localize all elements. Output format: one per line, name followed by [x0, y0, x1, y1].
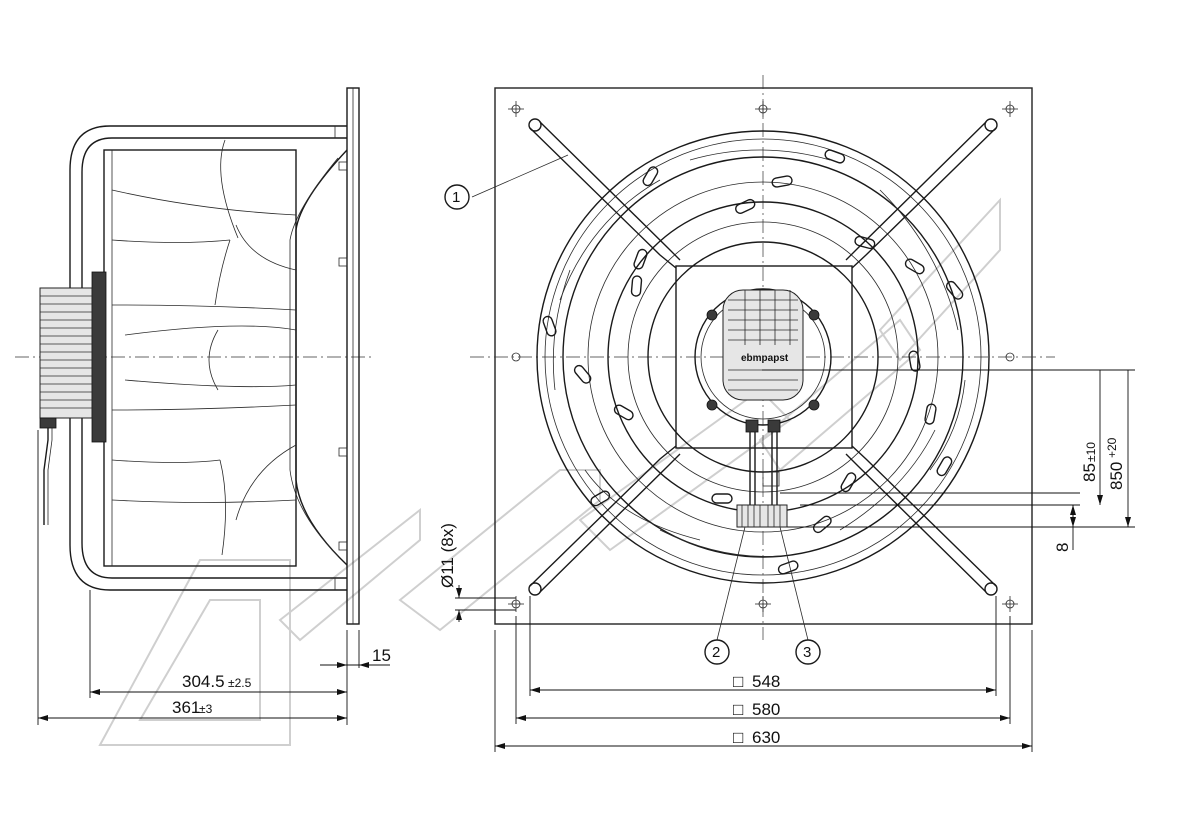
cable-85-label: 85	[1080, 463, 1099, 482]
cable-8-label: 8	[1053, 543, 1072, 552]
hole-dia-label: Ø11 (8x)	[438, 523, 457, 588]
callout-2: 2	[712, 644, 720, 661]
brand-logo: ebmpapst	[741, 353, 789, 364]
impeller-blades	[552, 149, 966, 557]
side-view	[15, 87, 390, 725]
cable-85-tol: ±10	[1084, 442, 1098, 462]
sq-630-symbol: □	[733, 728, 743, 747]
callout-2-circle	[704, 639, 730, 665]
motor-fins	[40, 295, 92, 409]
side-depth-label: 304.5	[182, 672, 225, 691]
cable-850-label: 850	[1107, 462, 1126, 490]
sq-630-label: 630	[752, 728, 780, 747]
motor-fins-front	[728, 290, 798, 391]
side-total-label: 361	[172, 698, 200, 717]
watermark	[98, 197, 1001, 746]
support-arms	[528, 118, 998, 596]
callout-1: 1	[452, 189, 460, 206]
side-total-tol: ±3	[199, 702, 213, 716]
front-view	[444, 75, 1135, 752]
sq-580-symbol: □	[733, 700, 743, 719]
cable-ends	[736, 504, 788, 528]
wheel-slots	[542, 149, 964, 575]
sq-580-label: 580	[752, 700, 780, 719]
mounting-holes	[508, 101, 1018, 612]
sq-548-label: 548	[752, 672, 780, 691]
callout-3: 3	[803, 644, 811, 661]
side-depth-tol: ±2.5	[228, 676, 252, 690]
callout-1-circle	[444, 184, 470, 210]
sq-548-symbol: □	[733, 672, 743, 691]
cable-850-tol: +20	[1105, 437, 1119, 458]
callout-3-circle	[795, 639, 821, 665]
side-plate-label: 15	[372, 646, 391, 665]
